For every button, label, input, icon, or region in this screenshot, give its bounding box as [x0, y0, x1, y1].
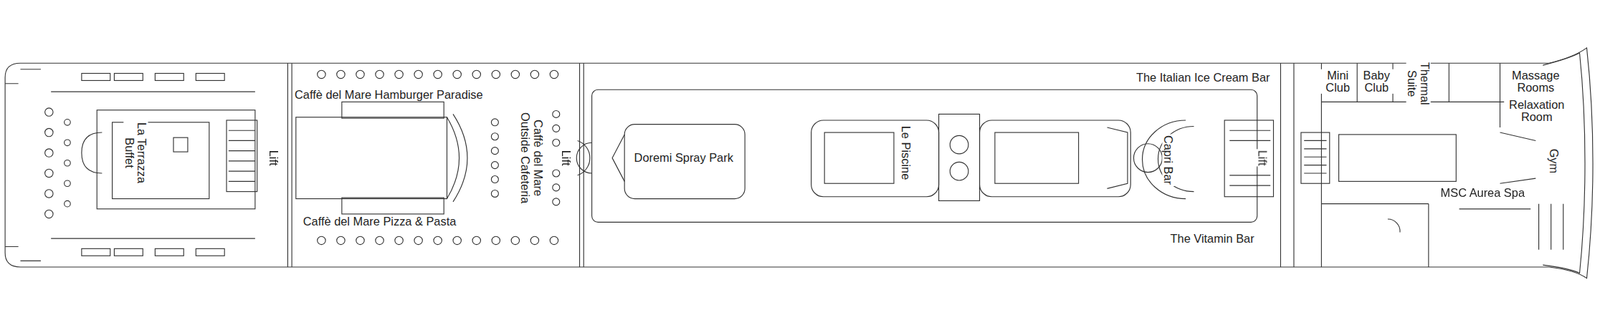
room-label: Doremi Spray Park	[632, 151, 735, 165]
room-label: MSC Aurea Spa	[1439, 186, 1526, 199]
room-label: Relaxation Room	[1503, 98, 1570, 124]
room-label: The Italian Ice Cream Bar	[1135, 71, 1271, 84]
room-label: Capri Bar	[1162, 134, 1175, 186]
room-label: Caffè del Mare Outside Cafeteria	[518, 101, 544, 216]
room-label: Caffè del Mare Pizza & Pasta	[301, 215, 457, 228]
room-label: Gym	[1547, 147, 1560, 175]
room-label: The Vitamin Bar	[1169, 232, 1256, 246]
room-label: Lift	[267, 149, 280, 168]
room-label: Le Piscine	[899, 124, 912, 181]
room-label: Baby Club	[1359, 69, 1394, 94]
room-label: La Terrazza Buffet	[123, 111, 148, 195]
room-label: Lift	[1255, 149, 1269, 168]
room-label: Thermal Suite	[1405, 57, 1431, 111]
room-label: Mini Club	[1320, 69, 1355, 94]
room-label: Caffè del Mare Hamburger Paradise	[293, 88, 485, 102]
room-label: Massage Rooms	[1506, 69, 1565, 94]
room-label: Lift	[559, 149, 573, 168]
